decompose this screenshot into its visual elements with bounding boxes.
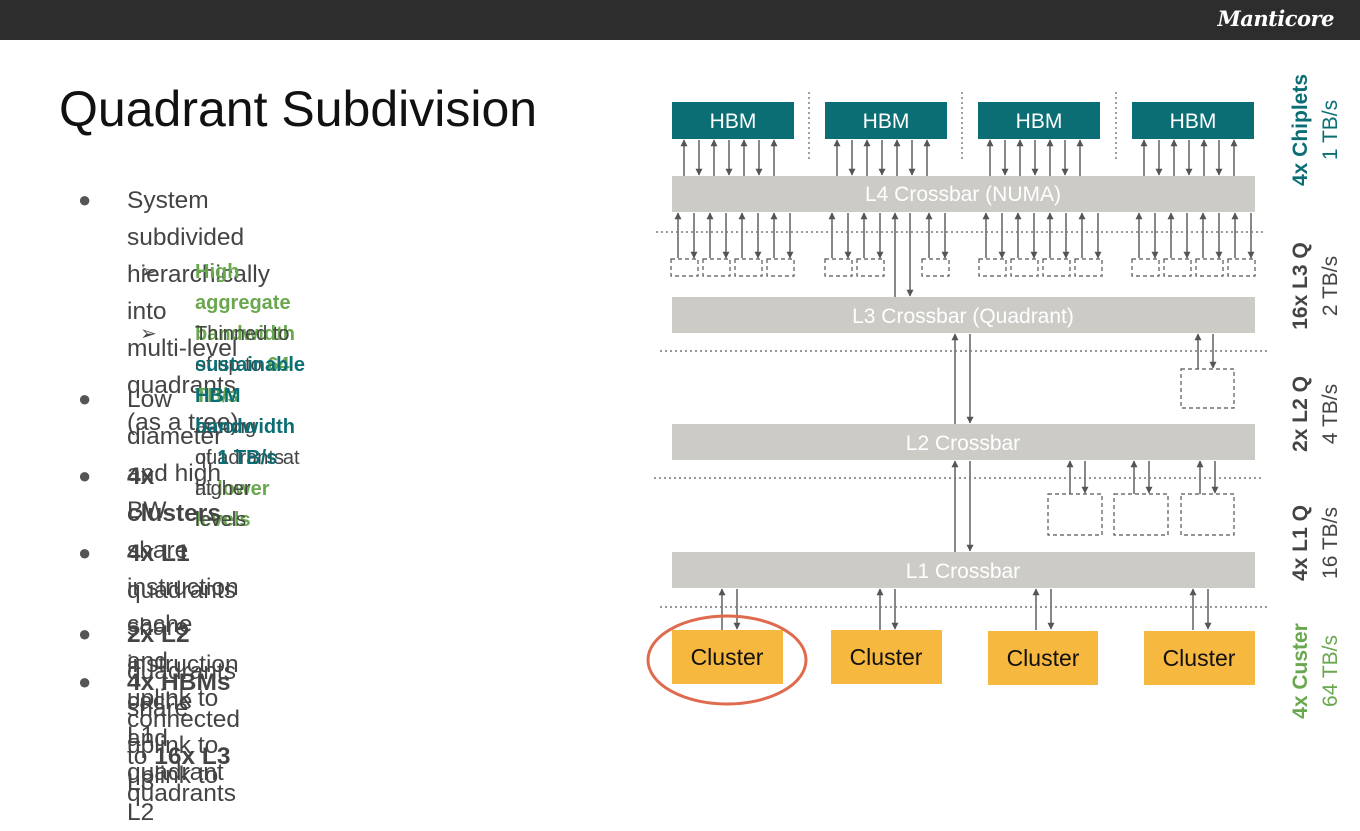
side-label-cluster-name: 4x Custer [1289, 623, 1312, 719]
dashed-quadrant-box [1074, 258, 1103, 277]
dashed-quadrant-box [1010, 258, 1039, 277]
dashed-quadrant-box [824, 258, 853, 277]
side-label-l1-bw: 16 TB/s [1319, 507, 1342, 579]
l3-crossbar-label: L3 Crossbar (Quadrant) [852, 305, 1074, 328]
bullet-dot: ● [78, 187, 92, 212]
slide-title: Quadrant Subdivision [59, 81, 538, 137]
dashed-quadrant-box [856, 258, 885, 277]
l1-crossbar-label: L1 Crossbar [906, 560, 1020, 583]
sub-bullet-arrow: ➢ [140, 323, 157, 345]
l2-crossbar [672, 424, 1255, 460]
cluster-block [1144, 631, 1255, 685]
dashed-quadrant-box [766, 258, 795, 277]
hbm-label: HBM [1016, 110, 1063, 133]
bullet-dot: ● [78, 386, 92, 411]
hbm-label: HBM [710, 110, 757, 133]
cluster-label: Cluster [691, 644, 764, 670]
cluster-block [672, 630, 783, 684]
hbm-block [672, 102, 794, 139]
dashed-quadrant-box [734, 258, 763, 277]
highlight-circle [646, 614, 808, 706]
dashed-quadrant-box [1195, 258, 1224, 277]
dashed-quadrant-box [921, 258, 950, 277]
cluster-block [988, 631, 1098, 685]
dashed-quadrant-box [1180, 368, 1235, 409]
bullet-dot: ● [78, 669, 92, 694]
hbm-block [1132, 102, 1254, 139]
level-separators [654, 231, 1268, 608]
bullet-dot: ● [78, 463, 92, 488]
dashed-quadrant-box [670, 258, 699, 277]
l4-crossbar-label: L4 Crossbar (NUMA) [865, 183, 1061, 206]
dashed-quadrant-box [1227, 258, 1256, 277]
side-labels: 4x Chiplets 1 TB/s 16x L3 Q 2 TB/s 2x L2… [1289, 74, 1342, 719]
top-bar: Manticore [0, 0, 1360, 40]
hbm-label: HBM [863, 110, 910, 133]
dashed-quadrant-box [1113, 493, 1169, 536]
cluster-block [831, 630, 942, 684]
cluster-label: Cluster [1007, 645, 1080, 671]
sub-bullet-1: High aggregate bandwidth of up to 64 TB/… [195, 261, 295, 531]
l2-crossbar-label: L2 Crossbar [906, 432, 1020, 455]
bullet-dot: ● [78, 621, 92, 646]
hierarchy-diagram: HBM HBM HBM HBM L4 Crossbar (NUMA) L3 Cr… [646, 74, 1342, 719]
dashed-quadrant-box [702, 258, 731, 277]
side-label-l2-name: 2x L2 Q [1289, 376, 1312, 452]
manticore-logo: Manticore [1217, 6, 1334, 31]
hbm-block [978, 102, 1100, 139]
dashed-quadrant-box [978, 258, 1007, 277]
cluster-row: Cluster Cluster Cluster Cluster [672, 630, 1255, 685]
side-label-l2-bw: 4 TB/s [1319, 384, 1342, 444]
sub-bullet-2: Thinned to sustainable HBM bandwidth of … [195, 323, 306, 531]
side-label-cluster-bw: 64 TB/s [1319, 635, 1342, 707]
bullet-5: 2x L2 quadrants share uplink to L3 [127, 621, 236, 796]
l3-crossbar [672, 297, 1255, 333]
side-label-chiplets-bw: 1 TB/s [1319, 100, 1342, 160]
hbm-label: HBM [1170, 110, 1217, 133]
cluster-label: Cluster [850, 644, 923, 670]
dashed-quadrant-box [1042, 258, 1071, 277]
cluster-label: Cluster [1163, 645, 1236, 671]
sub-bullet-arrow: ➢ [140, 261, 157, 283]
l4-crossbar [672, 176, 1255, 212]
connection-arrows [674, 139, 1255, 630]
dashed-quadrant-box [1180, 493, 1235, 536]
dashed-quadrant-box [1047, 493, 1103, 536]
dashed-quadrant-box [1131, 258, 1160, 277]
side-label-chiplets-name: 4x Chiplets [1289, 74, 1312, 186]
bullet-2: Low diameter and high BW [127, 386, 223, 524]
side-label-l3-name: 16x L3 Q [1289, 242, 1312, 330]
hbm-row: HBM HBM HBM HBM [672, 102, 1254, 139]
hbm-block [825, 102, 947, 139]
side-label-l3-bw: 2 TB/s [1319, 256, 1342, 316]
dashed-sub-quadrants [670, 258, 1256, 536]
bullet-1: System subdivided hierarchically into mu… [127, 187, 270, 436]
bullet-dot: ● [78, 540, 92, 565]
l1-crossbar [672, 552, 1255, 588]
chiplet-separators [808, 92, 1117, 162]
side-label-l1-name: 4x L1 Q [1289, 505, 1312, 581]
dashed-quadrant-box [1163, 258, 1192, 277]
